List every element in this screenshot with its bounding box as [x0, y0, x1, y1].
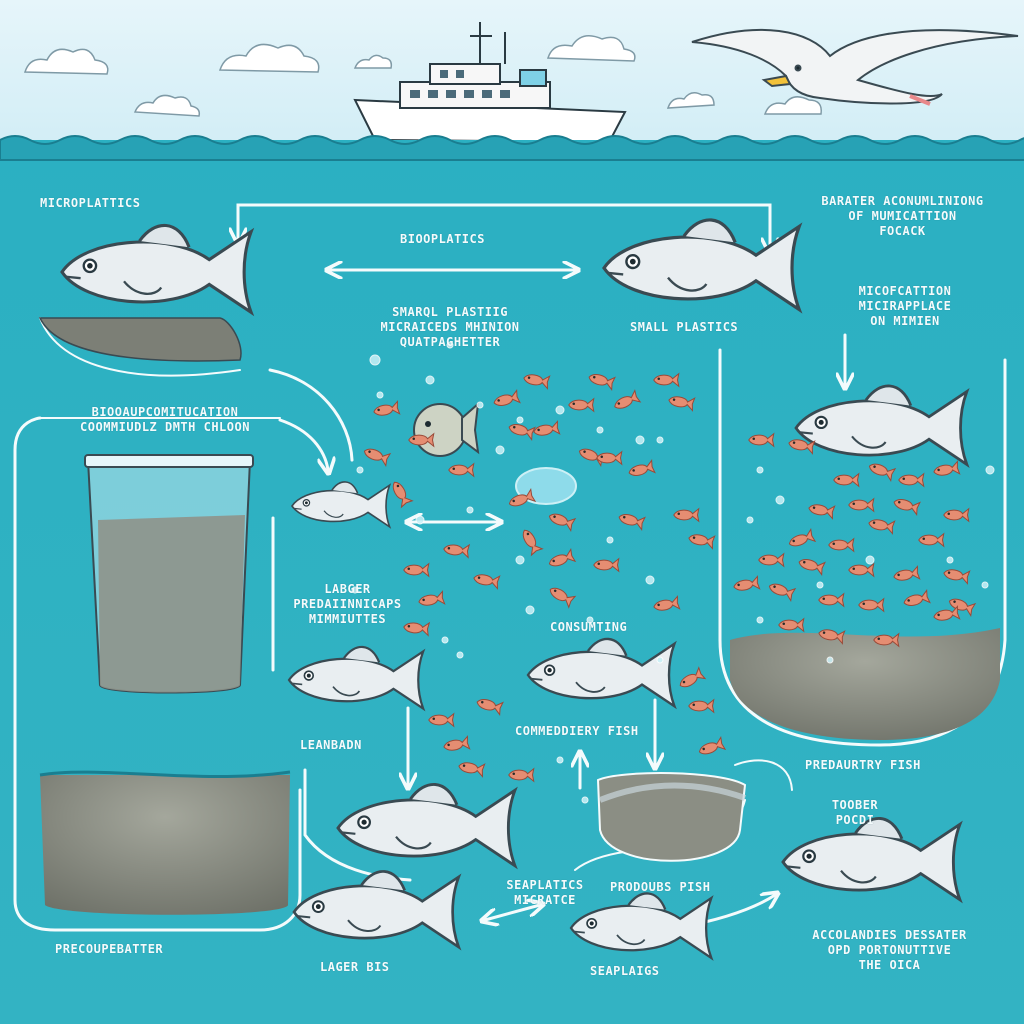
sediment-bowl-icon [40, 772, 290, 915]
label-accolanes: ACCOLANDIES DESSATER OPD PORTONUTTIVE TH… [772, 928, 1007, 973]
bubble-icon [467, 507, 473, 513]
label-consuming: CONSUMTING [550, 620, 627, 635]
label-mid-right: MICOFCATTION MICIRAPPLACE ON MIMIEN [835, 284, 975, 329]
bubble-icon [556, 406, 564, 414]
bubble-icon [516, 556, 524, 564]
bubble-icon [747, 517, 753, 523]
bubble-icon [442, 637, 448, 643]
bubble-icon [597, 427, 603, 433]
bubble-icon [817, 582, 823, 588]
plastic-cup-icon [85, 455, 253, 693]
bubble-icon [636, 436, 644, 444]
bubble-icon [757, 617, 763, 623]
bubble-icon [477, 402, 483, 408]
bubble-icon [370, 355, 380, 365]
bubble-icon [457, 652, 463, 658]
label-bioplastics: BIOOPLATICS [400, 232, 485, 247]
bubble-icon [357, 467, 363, 473]
label-small-plastic: SMARQL PLASTIIG MICRAICEDS MHINION QUATP… [355, 305, 545, 350]
label-commedity-fish: COMMEDDIERY FISH [515, 724, 639, 739]
label-predatory-fish: PREDAURTRY FISH [805, 758, 921, 773]
bubble-icon [526, 606, 534, 614]
bubble-icon [517, 417, 523, 423]
label-larger-predators: LABGER PREDAIINNICAPS MIMMIUTTES [290, 582, 405, 627]
bubble-icon [986, 466, 994, 474]
bubble-icon [426, 376, 434, 384]
bubble-icon [582, 797, 588, 803]
bubble-icon [416, 516, 424, 524]
bubble-icon [827, 657, 833, 663]
label-seaplaigs: SEAPLAIGS [590, 964, 660, 979]
bubble-icon [947, 557, 953, 563]
bubble-icon [646, 576, 654, 584]
label-small-plastics: SMALL PLASTICS [630, 320, 738, 335]
label-prodoubs-fish: PRODOUBS PISH [610, 880, 710, 895]
label-lager-bis: LAGER BIS [320, 960, 390, 975]
label-top-right: BARATER ACONUMLINIONG OF MUMICATTION FOC… [790, 194, 1015, 239]
label-bioaccumulation: BIOOAUPCOMITUCATION COOMMIUDLZ DMTH CHLO… [55, 405, 275, 435]
bubble-icon [377, 392, 383, 398]
label-microplastics: MICROPLATTICS [40, 196, 140, 211]
label-tooder: TOOBER POCDI [820, 798, 890, 828]
label-precoupebatter: PRECOUPEBATTER [55, 942, 163, 957]
bubble-icon [982, 582, 988, 588]
bubble-icon [607, 537, 613, 543]
bubble-icon [866, 556, 874, 564]
sediment-bowl-icon [598, 773, 745, 861]
bubble-icon [757, 467, 763, 473]
bubble-icon [657, 437, 663, 443]
label-seaplatics-migrate: SEAPLATICS MICRATCE [495, 878, 595, 908]
bubble-icon [557, 757, 563, 763]
bubble-icon [657, 657, 663, 663]
bubble-icon [776, 496, 784, 504]
label-leanbadn: LEANBADN [300, 738, 362, 753]
bubble-icon [496, 446, 504, 454]
